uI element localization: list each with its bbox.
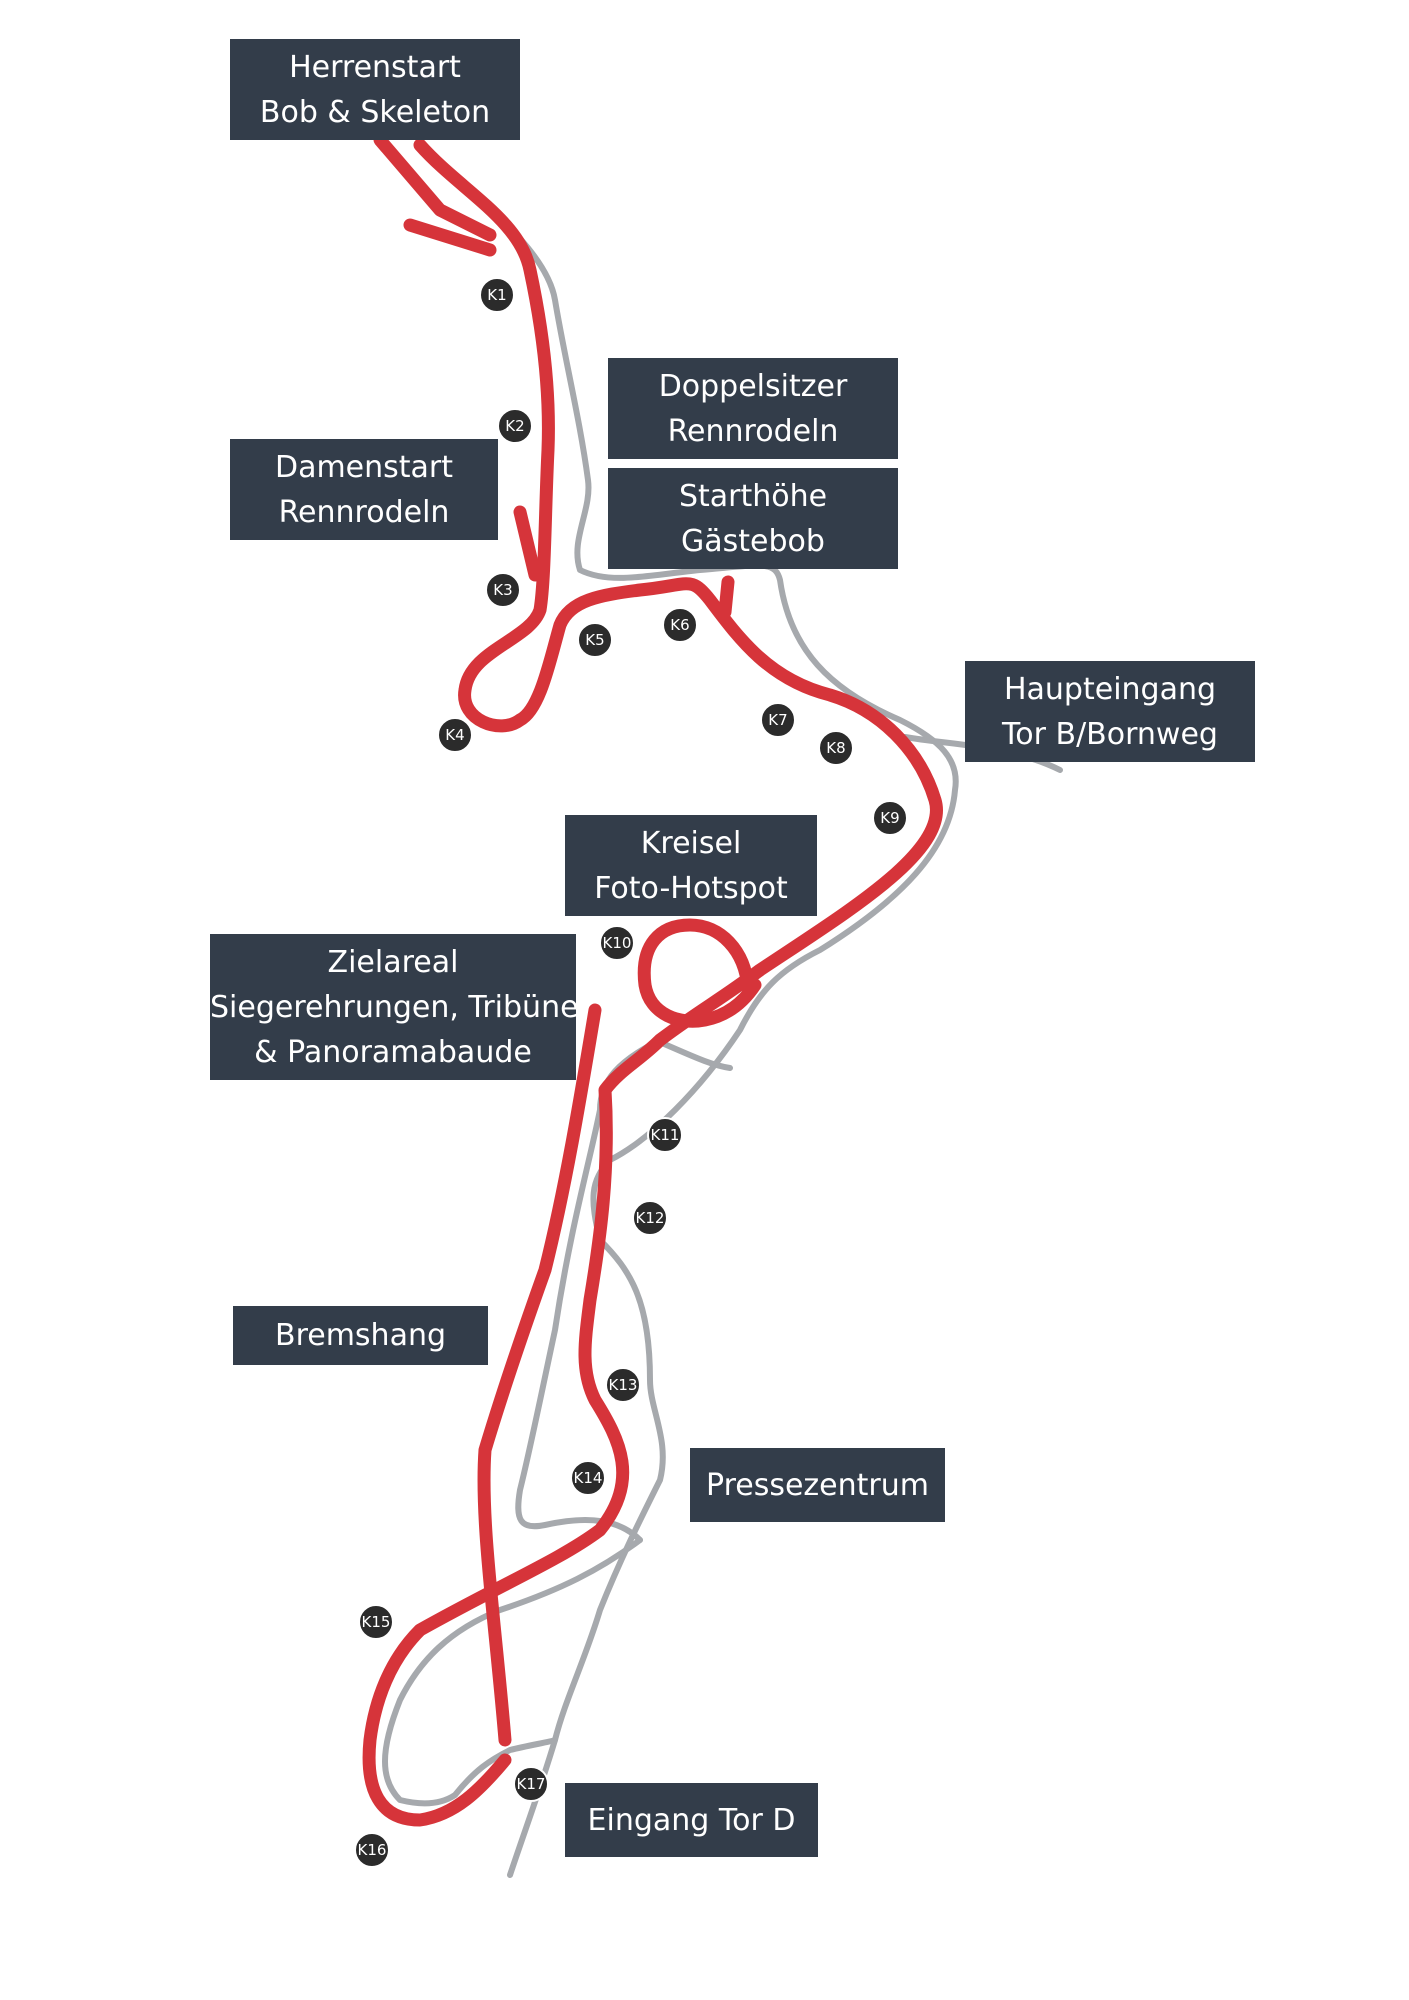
curve-marker-circle <box>605 1367 641 1403</box>
curve-marker-k16: K16 <box>354 1832 390 1868</box>
curve-marker-label: K9 <box>880 809 899 827</box>
label-herrenstart-line1: Herrenstart <box>289 49 461 85</box>
curve-marker-label: K6 <box>670 616 689 634</box>
starthoehe-ramp <box>718 575 735 619</box>
path-upper <box>457 182 959 1878</box>
curve-marker-label: K7 <box>768 711 787 729</box>
curve-marker-circle <box>570 1460 606 1496</box>
label-damenstart-line2: Rennrodeln <box>278 494 450 530</box>
curve-marker-circle <box>818 730 854 766</box>
curve-marker-label: K4 <box>445 726 464 744</box>
curve-marker-k12: K12 <box>632 1200 668 1236</box>
label-starthoehe-line2: Gästebob <box>681 523 825 559</box>
curve-marker-label: K15 <box>362 1613 391 1631</box>
curve-marker-label: K13 <box>609 1376 638 1394</box>
bobsleigh-track <box>362 133 943 1827</box>
curve-marker-label: K1 <box>487 286 506 304</box>
zielareal-outrun <box>477 1003 602 1747</box>
curve-marker-k6: K6 <box>662 607 698 643</box>
label-kreisel-line2: Foto-Hotspot <box>594 870 788 906</box>
curve-marker-circle <box>872 800 908 836</box>
label-bremshang-line1: Bremshang <box>274 1318 447 1353</box>
curve-marker-label: K17 <box>517 1775 546 1793</box>
curve-marker-k8: K8 <box>818 730 854 766</box>
label-kreisel-line1: Kreisel <box>640 825 742 861</box>
label-zielareal-line2: Siegerehrungen, Tribüne <box>210 989 579 1025</box>
label-doppelsitzer: Doppelsitzer Rennrodeln <box>608 358 898 459</box>
label-kreisel: Kreisel Foto-Hotspot <box>565 815 817 916</box>
label-herrenstart: Herrenstart Bob & Skeleton <box>230 39 520 140</box>
curve-marker-k2: K2 <box>497 408 533 444</box>
track-main <box>362 138 943 1827</box>
curve-marker-circle <box>599 925 635 961</box>
curve-marker-circle <box>479 277 515 313</box>
curve-marker-k13: K13 <box>605 1367 641 1403</box>
curve-marker-circle <box>485 572 521 608</box>
label-damenstart-line1: Damenstart <box>274 449 454 485</box>
label-pressezentrum: Pressezentrum <box>690 1448 945 1522</box>
curve-marker-label: K11 <box>651 1126 680 1144</box>
curve-marker-k10: K10 <box>599 925 635 961</box>
curve-marker-k3: K3 <box>485 572 521 608</box>
label-haupteingang-line2: Tor B/Bornweg <box>1002 716 1218 752</box>
label-zielareal-line3: & Panoramabaude <box>254 1034 532 1070</box>
kreisel-loop <box>637 918 762 1028</box>
curve-marker-k7: K7 <box>760 702 796 738</box>
curve-marker-circle <box>662 607 698 643</box>
curve-marker-circle <box>358 1604 394 1640</box>
curve-marker-label: K14 <box>574 1469 603 1487</box>
label-haupteingang: Haupteingang Tor B/Bornweg <box>965 661 1255 762</box>
curve-marker-label: K16 <box>358 1841 387 1859</box>
herrenstart-ramp-2 <box>403 218 497 257</box>
label-zielareal: Zielareal Siegerehrungen, Tribüne & Pano… <box>210 934 579 1080</box>
herrenstart-ramp <box>373 133 497 242</box>
curve-marker-k1: K1 <box>479 277 515 313</box>
curve-marker-circle <box>497 408 533 444</box>
label-doppelsitzer-line2: Rennrodeln <box>667 413 839 449</box>
curve-marker-circle <box>577 622 613 658</box>
curve-marker-circle <box>760 702 796 738</box>
curve-marker-k9: K9 <box>872 800 908 836</box>
curve-marker-label: K10 <box>603 934 632 952</box>
label-starthoehe-line1: Starthöhe <box>678 478 828 514</box>
curve-marker-label: K3 <box>493 581 512 599</box>
curve-marker-label: K5 <box>585 631 604 649</box>
curve-marker-circle <box>647 1117 683 1153</box>
curve-marker-label: K8 <box>826 739 845 757</box>
curve-marker-k15: K15 <box>358 1604 394 1640</box>
curve-marker-k4: K4 <box>437 717 473 753</box>
label-zielareal-line1: Zielareal <box>327 944 459 980</box>
curve-marker-k5: K5 <box>577 622 613 658</box>
label-doppelsitzer-line1: Doppelsitzer <box>658 368 848 404</box>
curve-marker-circle <box>354 1832 390 1868</box>
label-starthoehe: Starthöhe Gästebob <box>608 468 898 569</box>
curve-marker-circle <box>437 717 473 753</box>
curve-marker-circle <box>632 1200 668 1236</box>
label-bremshang: Bremshang <box>233 1306 488 1365</box>
path-lower-loop <box>382 1537 643 1807</box>
label-damenstart: Damenstart Rennrodeln <box>230 439 498 540</box>
curve-marker-k11: K11 <box>647 1117 683 1153</box>
label-haupteingang-line1: Haupteingang <box>1003 671 1217 707</box>
path-kreisel-cross <box>652 1037 733 1071</box>
curve-marker-label: K12 <box>636 1209 665 1227</box>
label-eingang-tor-d: Eingang Tor D <box>565 1783 818 1857</box>
curve-marker-label: K2 <box>505 417 524 435</box>
label-eingang-tor-d-line1: Eingang Tor D <box>587 1802 796 1838</box>
curve-marker-k14: K14 <box>570 1460 606 1496</box>
doppelsitzer-ramp <box>513 505 542 582</box>
label-herrenstart-line2: Bob & Skeleton <box>259 94 491 130</box>
curve-marker-circle <box>513 1766 549 1802</box>
curve-marker-k17: K17 <box>513 1766 549 1802</box>
label-pressezentrum-line1: Pressezentrum <box>706 1467 929 1503</box>
